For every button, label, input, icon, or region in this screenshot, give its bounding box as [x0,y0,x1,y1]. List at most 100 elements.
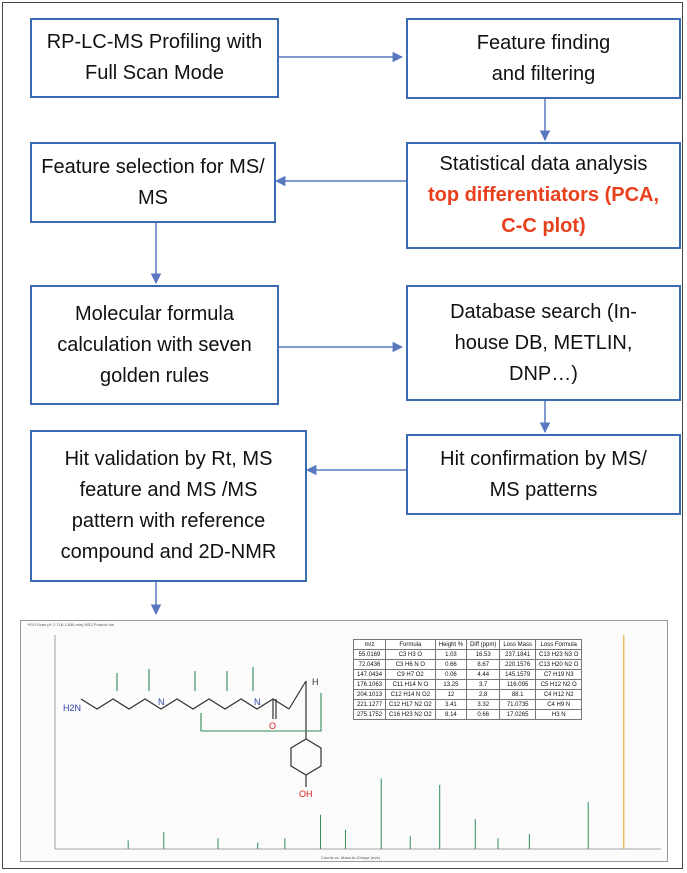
database-line-3: DNP…) [509,362,578,385]
formula-line-1: Molecular formula [75,302,234,325]
table-header-cell: Loss Formula [535,639,583,650]
feature-selection-line-1: Feature selection for MS/ [41,155,265,178]
table-cell: C12 H14 N O2 [385,689,436,700]
table-cell: C12 H17 N2 O2 [385,699,436,710]
table-cell: 8.67 [466,659,501,670]
hit-validation-box: Hit validation by Rt, MS feature and MS … [30,430,307,582]
table-cell: 71.0735 [499,699,537,710]
table-cell: 88.1 [499,689,537,700]
lcms-line-2: Full Scan Mode [85,62,224,84]
validation-line-3: pattern with reference [71,510,266,532]
confirmation-line-1: Hit confirmation by MS/ [440,447,647,470]
table-cell: 3.7 [466,679,501,690]
lcms-profiling-box: RP-LC-MS Profiling with Full Scan Mode [30,18,279,98]
nitrogen-label-1: N [158,697,165,707]
table-cell: 2.8 [466,689,501,700]
table-header-cell: Loss Mass [499,639,537,650]
vinyl-bond [288,680,307,710]
table-cell: 145.1579 [499,669,537,680]
table-cell: 147.0434 [352,669,387,680]
table-header-cell: m/z [352,639,387,650]
table-cell: 17.0265 [499,709,537,720]
database-search-box: Database search (In- house DB, METLIN, D… [406,285,681,401]
table-cell: 275.1752 [352,709,387,720]
peak-layer [127,635,625,849]
structure-drawing: H2N N N O H OH [63,667,322,799]
table-cell: C13 H20 N2 O [535,659,583,670]
table-cell: C3 H3 O [385,649,436,660]
table-cell: C13 H23 N3 O [535,649,583,660]
table-cell: C3 H6 N O [385,659,436,670]
stats-highlight-line-2: C-C plot) [501,215,586,237]
table-cell: 116.095 [499,679,537,690]
table-cell: C7 H19 N3 [535,669,583,680]
table-cell: 16.53 [466,649,501,660]
ms-spectrum-panel: +ESI Scan (rt: 2.718-2.836 min) MS2 Prod… [20,620,668,862]
table-cell: C11 H14 N O [385,679,436,690]
validation-line-2: feature and MS /MS [79,479,258,501]
x-axis-title: Counts vs. Mass-to-Charge (m/z) [321,855,380,860]
table-cell: 3.41 [434,699,468,710]
table-cell: 176.1063 [352,679,387,690]
table-cell: C4 H12 N2 [535,689,583,700]
hydroxyl-label: OH [299,789,313,799]
table-cell: 221.1277 [352,699,387,710]
table-cell: 8.14 [434,709,468,720]
database-line-1: Database search (In- [450,300,637,323]
table-cell: 13.25 [434,679,468,690]
table-cell: C5 H12 N2 O [535,679,583,690]
table-cell: 237.1841 [499,649,537,660]
vinyl-hydrogen: H [312,677,319,687]
spectrum-plot: H2N N N O H OH [54,635,661,850]
table-header-cell: Formula [385,639,436,650]
feature-finding-line-1: Feature finding [476,31,611,54]
table-cell: 12 [434,689,468,700]
table-cell: H3 N [535,709,583,720]
table-header-cell: Height % [434,639,468,650]
table-cell: 0.66 [466,709,501,720]
table-cell: 204.1013 [352,689,387,700]
lcms-line-1: RP-LC-MS Profiling with [46,31,263,53]
validation-line-1: Hit validation by Rt, MS [64,448,273,470]
alkyl-chain [80,698,290,710]
molecular-formula-box: Molecular formula calculation with seven… [30,285,279,405]
statistical-analysis-box: Statistical data analysis top differenti… [406,142,681,249]
table-cell: 4.44 [466,669,501,680]
hit-confirmation-box: Hit confirmation by MS/ MS patterns [406,434,681,515]
database-line-2: house DB, METLIN, [454,331,633,354]
carbonyl-oxygen: O [269,721,276,731]
table-header-cell: Diff (ppm) [466,639,501,650]
confirmation-line-2: MS patterns [489,478,598,501]
amine-label: H2N [63,703,81,713]
table-cell: 72.0436 [352,659,387,670]
stats-title: Statistical data analysis [439,153,648,175]
feature-selection-line-2: MS [138,186,168,209]
feature-finding-line-2: and filtering [491,62,596,85]
feature-finding-box: Feature finding and filtering [406,18,681,99]
spectrum-header: +ESI Scan (rt: 2.718-2.836 min) MS2 Prod… [27,622,115,627]
table-cell: C16 H23 N2 O2 [385,709,436,720]
nitrogen-label-2: N [254,697,261,707]
table-cell: 0.66 [434,659,468,670]
validation-line-4: compound and 2D-NMR [60,541,277,563]
table-cell: 1.03 [434,649,468,660]
fragment-annotation [116,667,322,732]
formula-line-2: calculation with seven [57,333,252,356]
formula-line-3: golden rules [100,364,209,387]
stats-highlight-line-1: top differentiators (PCA, [427,184,660,206]
phenyl-ring [290,738,322,776]
table-cell: C9 H7 O2 [385,669,436,680]
table-cell: 3.32 [466,699,501,710]
feature-selection-box: Feature selection for MS/ MS [30,142,276,223]
